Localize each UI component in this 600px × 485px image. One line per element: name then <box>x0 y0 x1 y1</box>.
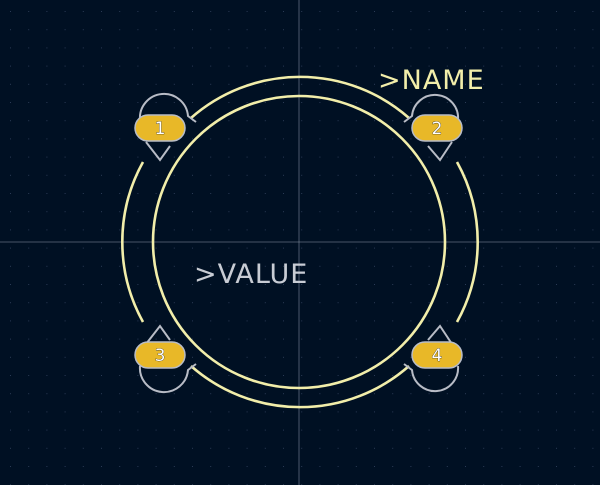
pad-1[interactable]: 1 <box>134 114 186 142</box>
grid-dots <box>10 11 594 485</box>
silkscreen-outer-ring <box>121 75 479 409</box>
pad-2[interactable]: 2 <box>411 114 463 142</box>
value-field-text[interactable]: >VALUE <box>194 259 308 290</box>
pad-2-number: 2 <box>432 119 443 139</box>
pad-3-number: 3 <box>155 346 166 366</box>
pad-4[interactable]: 4 <box>411 341 463 369</box>
pad-4-number: 4 <box>432 346 443 366</box>
pad-3[interactable]: 3 <box>134 341 186 369</box>
pad-outlines <box>138 92 460 394</box>
silkscreen-inner-circle <box>151 94 447 390</box>
name-field-text[interactable]: >NAME <box>378 65 485 96</box>
pad-1-number: 1 <box>155 119 166 139</box>
